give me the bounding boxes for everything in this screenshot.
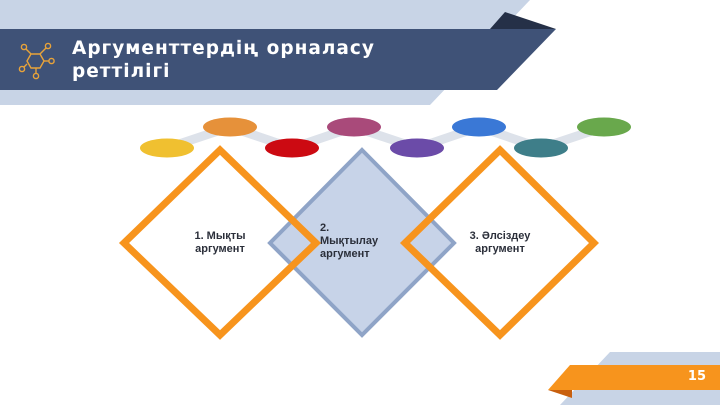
step-1-label: 1. Мықты аргумент bbox=[170, 230, 270, 256]
step-3-label: 3. Әлсіздеу аргумент bbox=[450, 230, 550, 256]
step-1-diamond[interactable] bbox=[118, 145, 322, 340]
step-1-label-line1: 1. Мықты bbox=[194, 230, 246, 242]
network-hub-icon bbox=[18, 42, 55, 80]
timeline-dot-orange bbox=[203, 117, 257, 137]
step-2-label: 2. Мықтылау аргумент bbox=[320, 222, 400, 261]
step-2-label-line3: аргумент bbox=[320, 248, 370, 260]
footer-orange-band bbox=[548, 365, 720, 390]
timeline-dot-teal bbox=[514, 138, 568, 158]
step-2-label-line2: Мықтылау bbox=[320, 235, 379, 247]
step-2-label-line1: 2. bbox=[320, 222, 330, 234]
step-1-label-line2: аргумент bbox=[195, 243, 245, 255]
timeline-dot-blue bbox=[452, 117, 506, 137]
footer-fold-triangle bbox=[548, 390, 572, 398]
slide-title-line1: Аргументтердің орналасу bbox=[72, 38, 375, 59]
slide-title-line2: реттілігі bbox=[72, 61, 171, 82]
page-number: 15 bbox=[687, 369, 706, 384]
slide-title: Аргументтердің орналасу реттілігі bbox=[72, 37, 452, 83]
timeline-dot-magenta bbox=[327, 117, 381, 137]
step-3-diamond[interactable] bbox=[399, 145, 599, 340]
header-dark-band bbox=[0, 29, 556, 90]
step-2-diamond[interactable] bbox=[267, 147, 457, 338]
timeline-dot-purple bbox=[390, 138, 444, 158]
timeline-dot-red bbox=[265, 138, 319, 158]
header-fold-triangle bbox=[490, 12, 556, 29]
timeline-dot-yellow bbox=[140, 138, 194, 158]
step-3-label-line1: 3. Әлсіздеу bbox=[469, 230, 531, 242]
timeline-dot-green bbox=[577, 117, 631, 137]
step-3-label-line2: аргумент bbox=[475, 243, 525, 255]
